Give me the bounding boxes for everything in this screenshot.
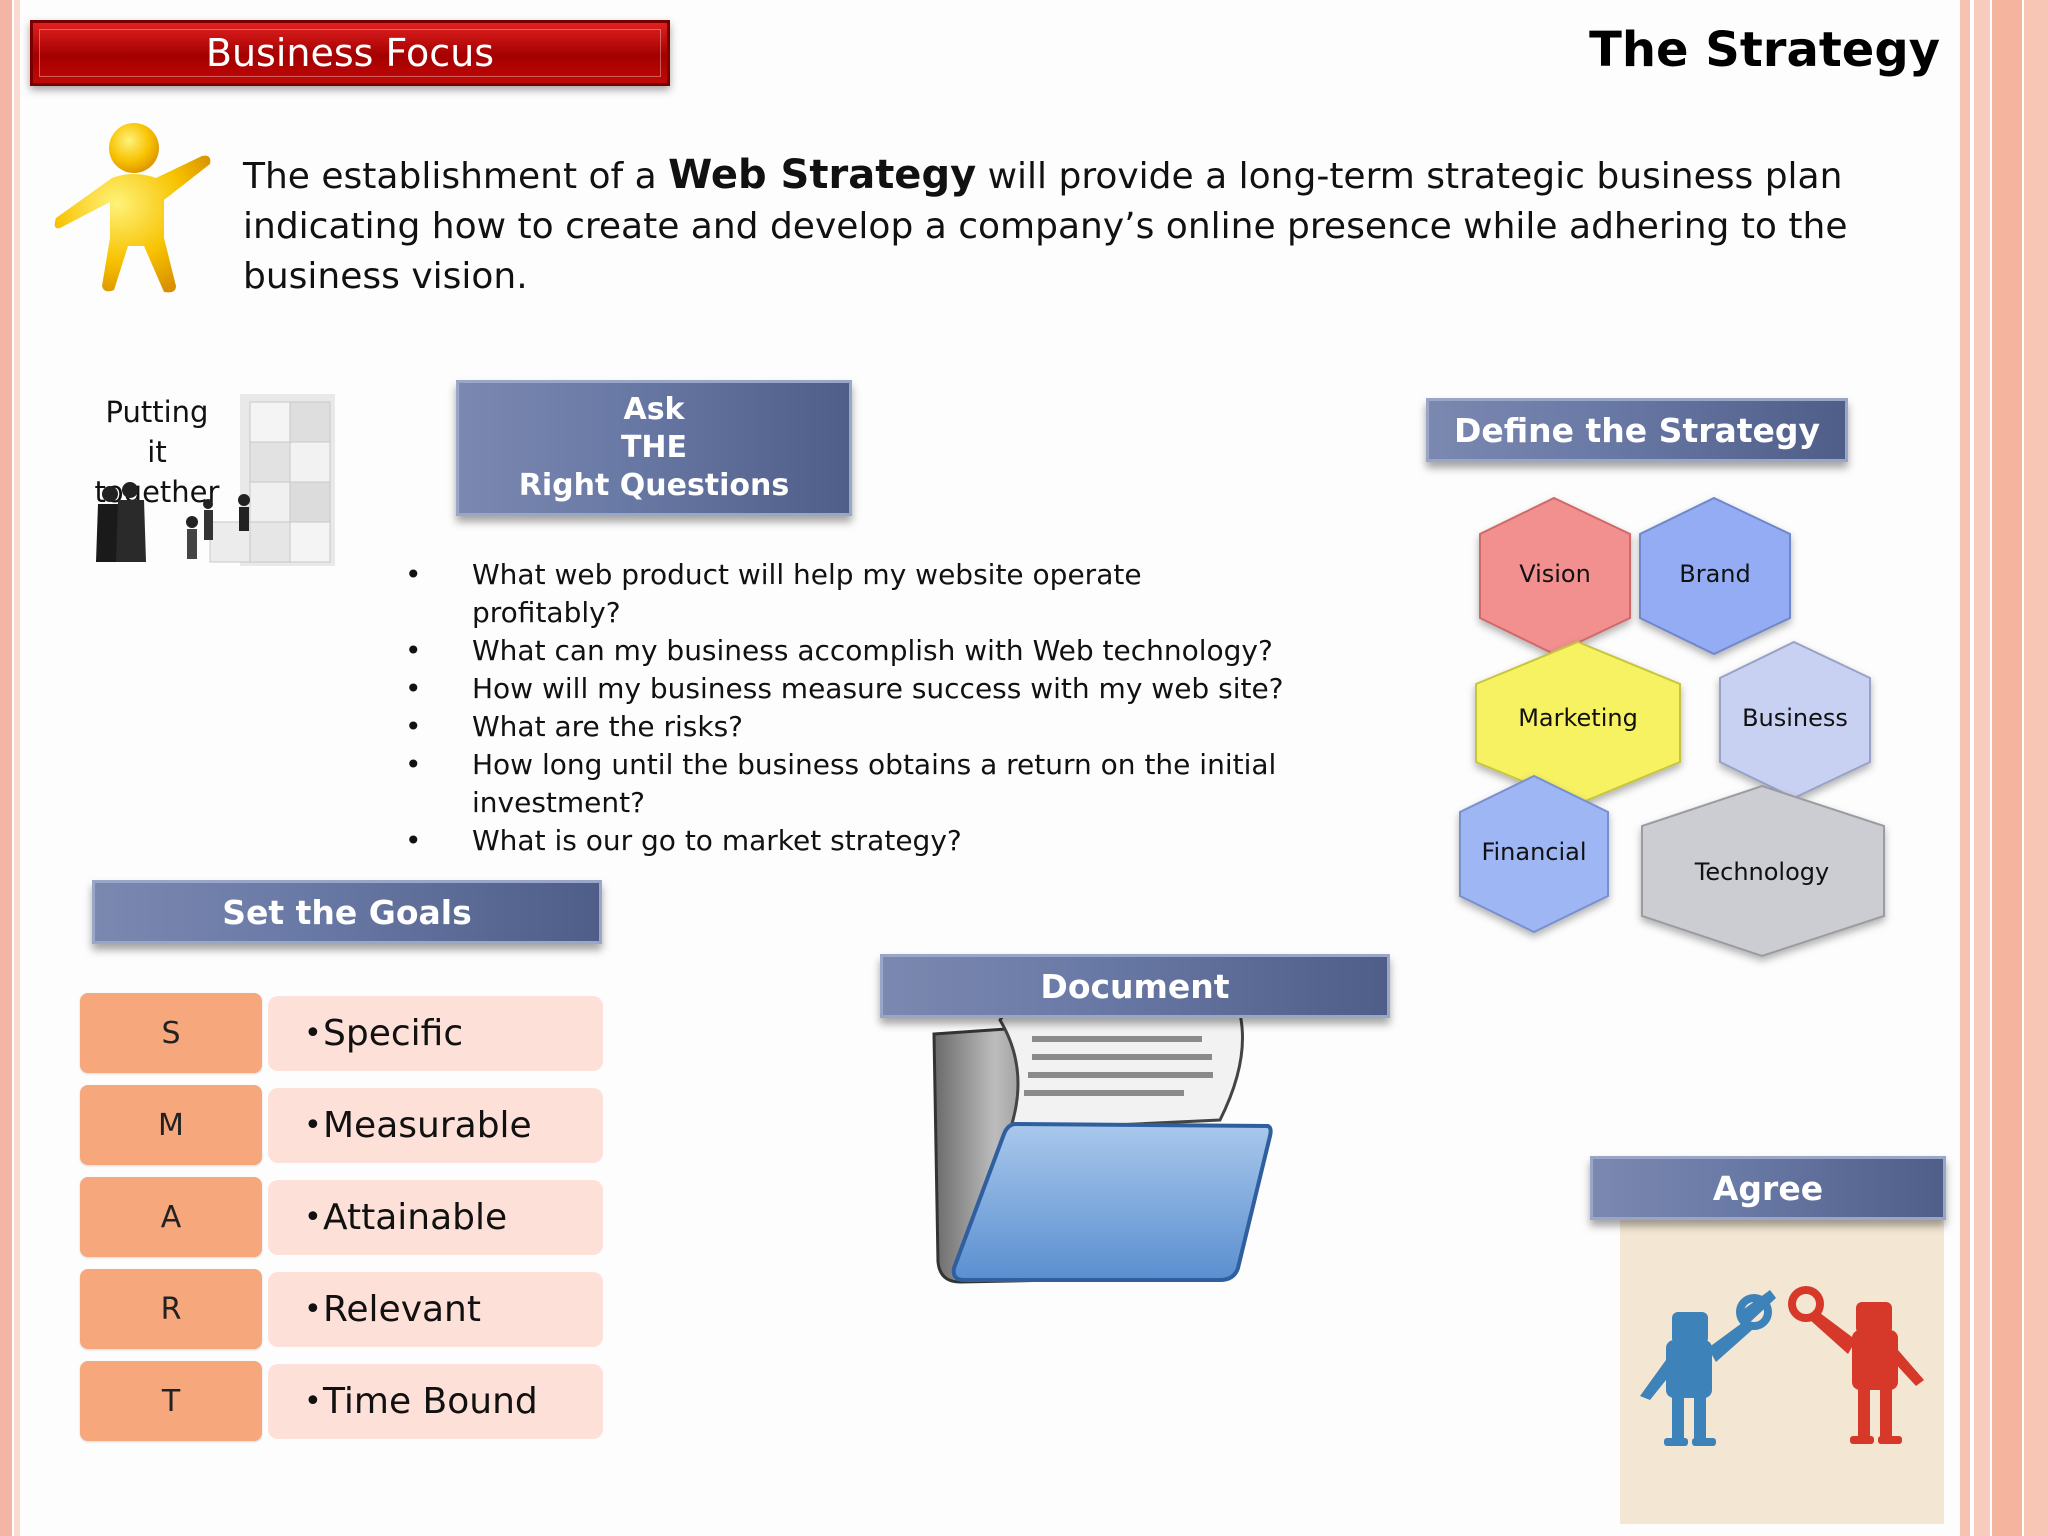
bullet: • [405,634,422,667]
puzzle-team-illustration [96,394,335,566]
ask-line-1: Ask [623,392,685,427]
bullet: • [405,672,422,705]
smart-word: Time Bound [323,1381,538,1422]
list-item: • What web product will help my website o… [405,556,1285,632]
question-text: How will my business measure success wit… [472,672,1284,705]
yellow-person-figure [54,123,211,293]
question-text: What is our go to market strategy? [472,824,962,857]
putting-together-caption: Putting it together [92,392,222,512]
right-border-stripe-4 [2024,0,2048,1536]
intro-suffix: will provide a long-term strategic busin… [243,156,1848,297]
bullet: • [304,1108,322,1143]
smart-word: Measurable [323,1105,532,1146]
hexagon-brand: Brand [1639,496,1791,656]
questions-list: • What web product will help my website o… [405,556,1285,860]
hexagon-label-marketing: Marketing [1518,704,1638,732]
question-text: What are the risks? [472,710,744,743]
smart-letter: R [80,1269,262,1349]
intro-prefix: The establishment of a [243,156,669,197]
ask-line-2: THE [620,430,688,465]
hexagon-technology: Technology [1641,784,1885,958]
smart-word-cell: •Specific [268,996,603,1071]
bullet: • [304,1200,322,1235]
define-strategy-label: Define the Strategy [1426,398,1848,462]
putting-line-1: Putting it [105,395,209,469]
hexagon-label-financial: Financial [1481,838,1586,866]
smart-word-cell: •Relevant [268,1272,603,1347]
hexagon-business: Business [1719,640,1871,800]
bullet: • [304,1384,322,1419]
hexagon-vision: Vision [1479,496,1631,656]
list-item: • How will my business measure success wi… [405,670,1285,708]
bullet: • [405,558,422,591]
ask-questions-label: Ask THE Right Questions [456,380,852,516]
slide-title: The Strategy [1589,22,1940,78]
smart-word: Attainable [323,1197,508,1238]
bullet: • [304,1292,322,1327]
left-border-stripe-inner [14,0,20,1536]
smart-letter: T [80,1361,262,1441]
smart-word-cell: •Time Bound [268,1364,603,1439]
smart-letter: M [80,1085,262,1165]
smart-word: Specific [323,1013,464,1054]
folder-document-icon [932,1005,1273,1284]
document-label: Document [880,954,1390,1018]
agree-handshake-illustration [1620,1220,1944,1524]
banner-title: Business Focus [39,29,661,77]
strategy-hexagon-cluster: Vision Brand Business Marketing Technolo… [1459,496,1885,958]
hexagon-label-brand: Brand [1679,560,1750,588]
left-border-stripe [0,0,12,1536]
hexagon-label-business: Business [1742,704,1848,732]
right-border-stripe-2 [1974,0,1990,1536]
list-item: • What are the risks? [405,708,1285,746]
bullet: • [405,824,422,857]
section-banner: Business Focus [30,20,670,86]
list-item: • What can my business accomplish with We… [405,632,1285,670]
hexagon-financial: Financial [1459,774,1609,934]
hexagon-label-vision: Vision [1519,560,1591,588]
question-text: What web product will help my website op… [472,558,1142,629]
question-text: How long until the business obtains a re… [472,748,1277,819]
intro-emphasis: Web Strategy [668,152,977,198]
agree-label: Agree [1590,1156,1946,1220]
right-border-stripe-1 [1960,0,1970,1536]
right-border-stripe-3 [1992,0,2022,1536]
bullet: • [304,1016,322,1051]
ask-line-3: Right Questions [518,468,790,503]
list-item: • How long until the business obtains a r… [405,746,1285,822]
intro-paragraph: The establishment of a Web Strategy will… [243,150,1863,302]
smart-letter: A [80,1177,262,1257]
question-text: What can my business accomplish with Web… [472,634,1273,667]
list-item: • What is our go to market strategy? [405,822,1285,860]
smart-word-cell: •Measurable [268,1088,603,1163]
hexagon-marketing: Marketing [1475,640,1681,806]
bullet: • [405,710,422,743]
set-goals-label: Set the Goals [92,880,602,944]
hexagon-label-technology: Technology [1694,858,1829,886]
bullet: • [405,748,422,781]
smart-letter: S [80,993,262,1073]
smart-word-cell: •Attainable [268,1180,603,1255]
smart-word: Relevant [323,1289,481,1330]
